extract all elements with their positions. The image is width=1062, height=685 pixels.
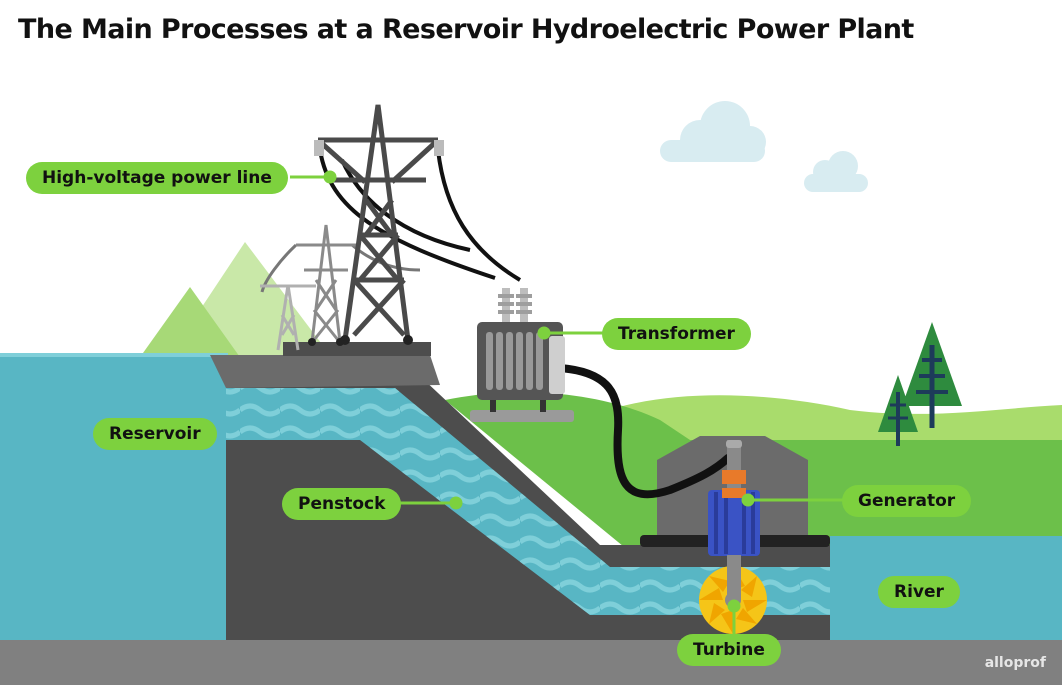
pylon-middle [296,224,356,343]
label-river: River [878,576,960,608]
label-reservoir: Reservoir [93,418,217,450]
watermark-logo: alloprof [984,655,1046,671]
pine-tree-large [902,322,962,428]
reservoir-water [0,355,228,642]
power-cable [556,364,732,499]
page-title: The Main Processes at a Reservoir Hydroe… [18,14,914,45]
label-penstock: Penstock [282,488,402,520]
cloud-large [660,101,766,162]
pylon-far [260,284,316,351]
label-generator: Generator [842,485,972,517]
transformer-unit [477,288,565,412]
ground [0,640,1062,685]
mountain-front [138,287,242,360]
pine-tree-small [878,375,918,446]
label-high-voltage-power-line: High-voltage power line [26,162,288,194]
power-line-cables [318,149,522,282]
label-transformer: Transformer [602,318,751,350]
pylon-main [316,104,440,341]
label-turbine: Turbine [677,634,781,666]
cloud-small [804,151,868,192]
